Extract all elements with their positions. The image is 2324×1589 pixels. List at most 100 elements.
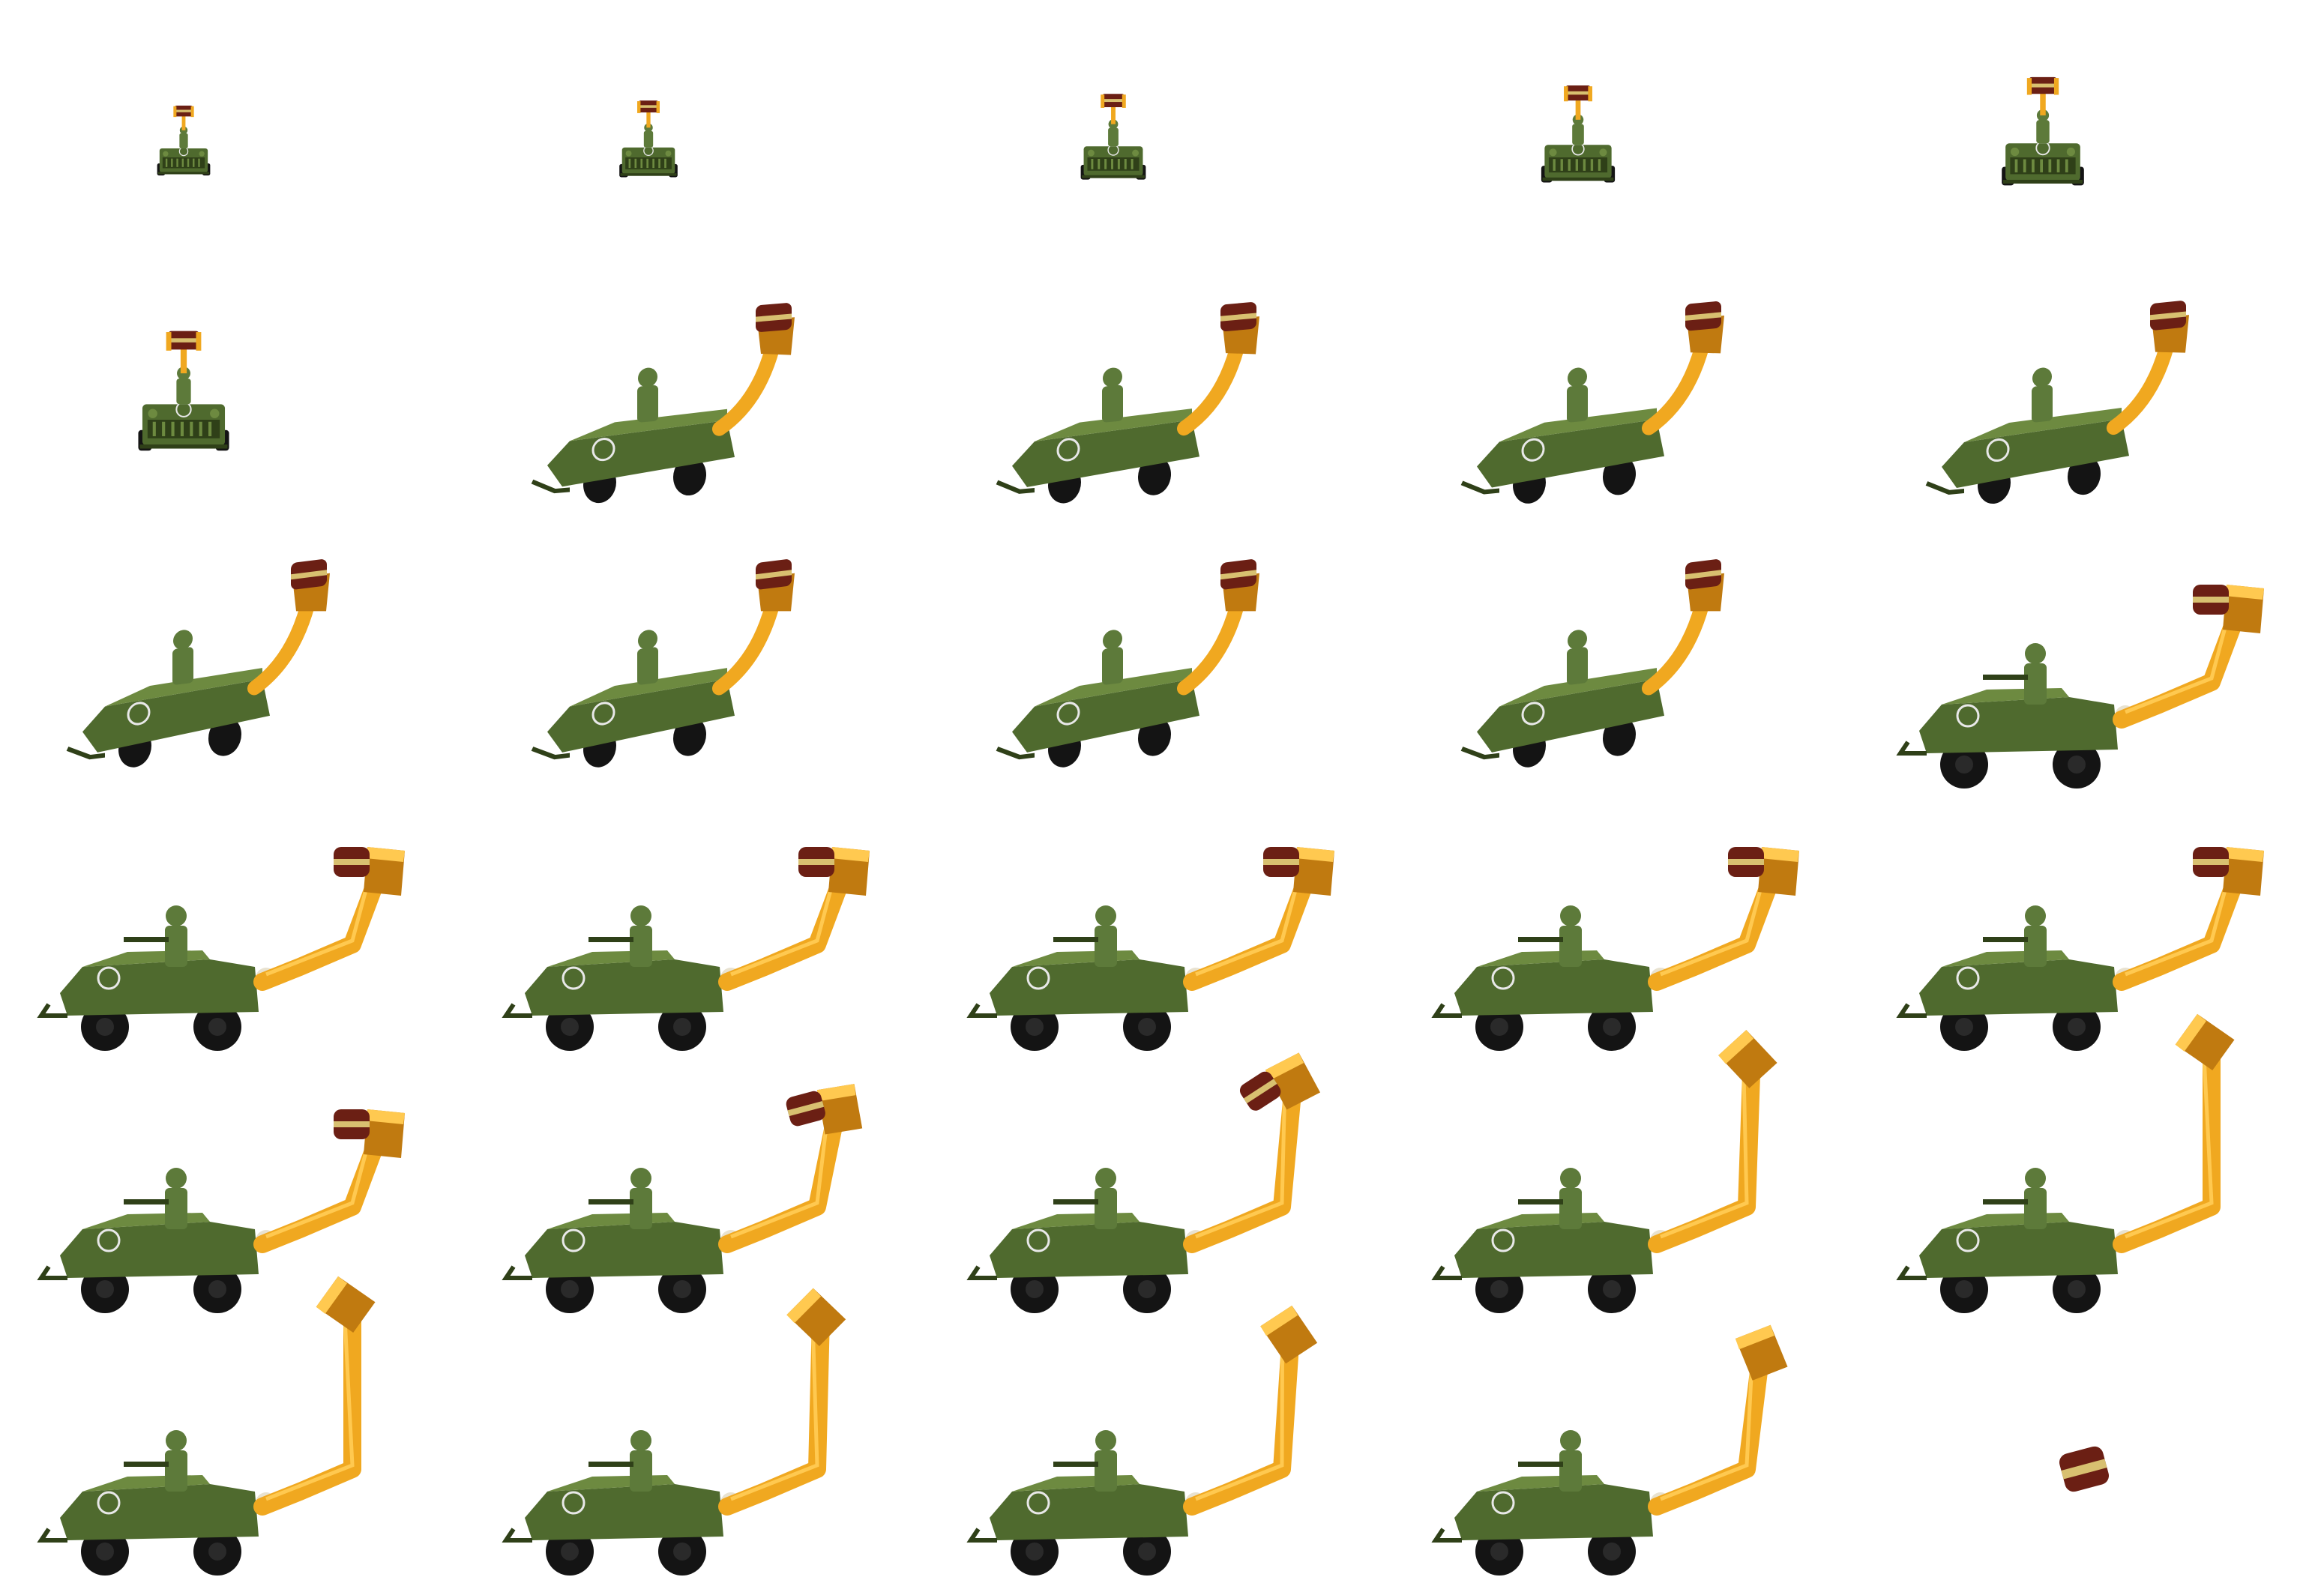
bumper [620, 173, 677, 176]
loader-arm [646, 111, 651, 128]
sprite-frame [1859, 262, 2324, 540]
rifle [588, 937, 633, 942]
jeep-body [547, 420, 735, 487]
barrel-label [334, 859, 370, 865]
barrel-label [2061, 1459, 2107, 1480]
headlight-right [1132, 149, 1140, 157]
loader-arm [712, 341, 780, 436]
sprite-frame [1859, 787, 2324, 1064]
bumper [1542, 177, 1614, 181]
arm-highlight [2125, 1056, 2214, 1239]
bumper [37, 1528, 67, 1543]
headlight-right [665, 150, 672, 157]
sprite-jeep-turning [1925, 301, 2189, 504]
sprite-jeep-front [2002, 76, 2084, 186]
headlight-right [2066, 147, 2075, 157]
sprite-jeep-side-dump [966, 1052, 1321, 1313]
arm-highlight [1195, 884, 1299, 977]
sprite-jeep-turning [531, 303, 795, 504]
soldier-head [1095, 1430, 1116, 1451]
loader-arm [247, 598, 315, 696]
bumper [66, 747, 105, 760]
sprite-frame [930, 0, 1424, 277]
arm-highlight [1660, 884, 1764, 977]
star-emblem [1956, 704, 1980, 728]
soldier-head [2025, 643, 2046, 664]
soldier-head [1095, 905, 1116, 926]
loader-arm [1642, 598, 1709, 696]
soldier-torso [165, 1188, 187, 1229]
barrel-label [1220, 570, 1256, 580]
loader-arm [253, 875, 384, 991]
loader-arm [1648, 1066, 1760, 1253]
jeep-angled-view [531, 303, 795, 504]
soldier-head [173, 630, 193, 650]
bumper [531, 479, 570, 494]
star-emblem [97, 1491, 121, 1515]
sprite-frame [465, 0, 960, 277]
barrel-falling [2059, 1446, 2110, 1492]
sprite-barrel-only [2059, 1446, 2110, 1492]
loader-arm [181, 115, 186, 130]
barrel-label [638, 105, 659, 108]
bumper [1460, 480, 1499, 495]
jeep-side-view [1896, 847, 2264, 1051]
sprite-frame [0, 262, 495, 540]
soldier-head [1560, 1430, 1581, 1451]
loader-arm [253, 1138, 384, 1253]
sprite-jeep-side-dump [502, 1288, 846, 1576]
jeep-body [990, 1222, 1188, 1278]
sprite-jeep-side-dump [1431, 1324, 1788, 1576]
bumper [1431, 1528, 1462, 1543]
star-emblem [1491, 1228, 1515, 1252]
star-emblem [1026, 966, 1050, 990]
jeep-body [1012, 420, 1199, 487]
sprite-frame [0, 1276, 495, 1589]
rifle [1053, 1462, 1098, 1467]
jeep-front-view [619, 100, 678, 178]
jeep-body [60, 959, 259, 1016]
jeep-body [525, 1222, 723, 1278]
soldier-torso [637, 647, 658, 685]
headlight-right [210, 408, 220, 418]
barrel-label [1685, 312, 1721, 321]
barrel-label [1565, 91, 1591, 95]
soldier-torso [2024, 663, 2047, 705]
sprite-frame [465, 525, 960, 802]
soldier-head [166, 1430, 187, 1451]
rifle [1518, 937, 1563, 942]
loader-arm [718, 875, 849, 991]
soldier-torso [165, 926, 187, 967]
sprite-frame [465, 1049, 960, 1327]
sprite-jeep-front [157, 105, 211, 176]
bumper [996, 747, 1035, 760]
soldier-torso [172, 647, 193, 685]
jeep-body [1454, 1222, 1653, 1278]
star-emblem [1521, 438, 1545, 462]
bumper [2003, 179, 2083, 184]
loader-arm [718, 1115, 843, 1253]
sprite-jeep-side [37, 847, 405, 1051]
loader-arm [1648, 1360, 1768, 1516]
sprite-frame [0, 787, 495, 1064]
star-emblem [562, 1491, 585, 1515]
star-emblem [97, 966, 121, 990]
barrel-label [334, 1121, 370, 1127]
loader-arm [1111, 105, 1116, 124]
soldier-head [630, 1168, 651, 1189]
bumper [139, 444, 228, 449]
soldier-torso [637, 385, 658, 423]
bumper [966, 1003, 997, 1018]
soldier-head [1103, 630, 1122, 650]
bumper [1431, 1265, 1462, 1280]
soldier-torso [630, 926, 652, 967]
star-emblem [1056, 438, 1080, 462]
jeep-side-view [1431, 847, 1799, 1051]
jeep-front-view [1541, 85, 1616, 183]
soldier-head [630, 905, 651, 926]
bumper [1460, 747, 1499, 760]
loader-arm [1177, 598, 1244, 696]
loader-arm [718, 1324, 830, 1516]
sprite-jeep-side-dump [1896, 1013, 2235, 1313]
